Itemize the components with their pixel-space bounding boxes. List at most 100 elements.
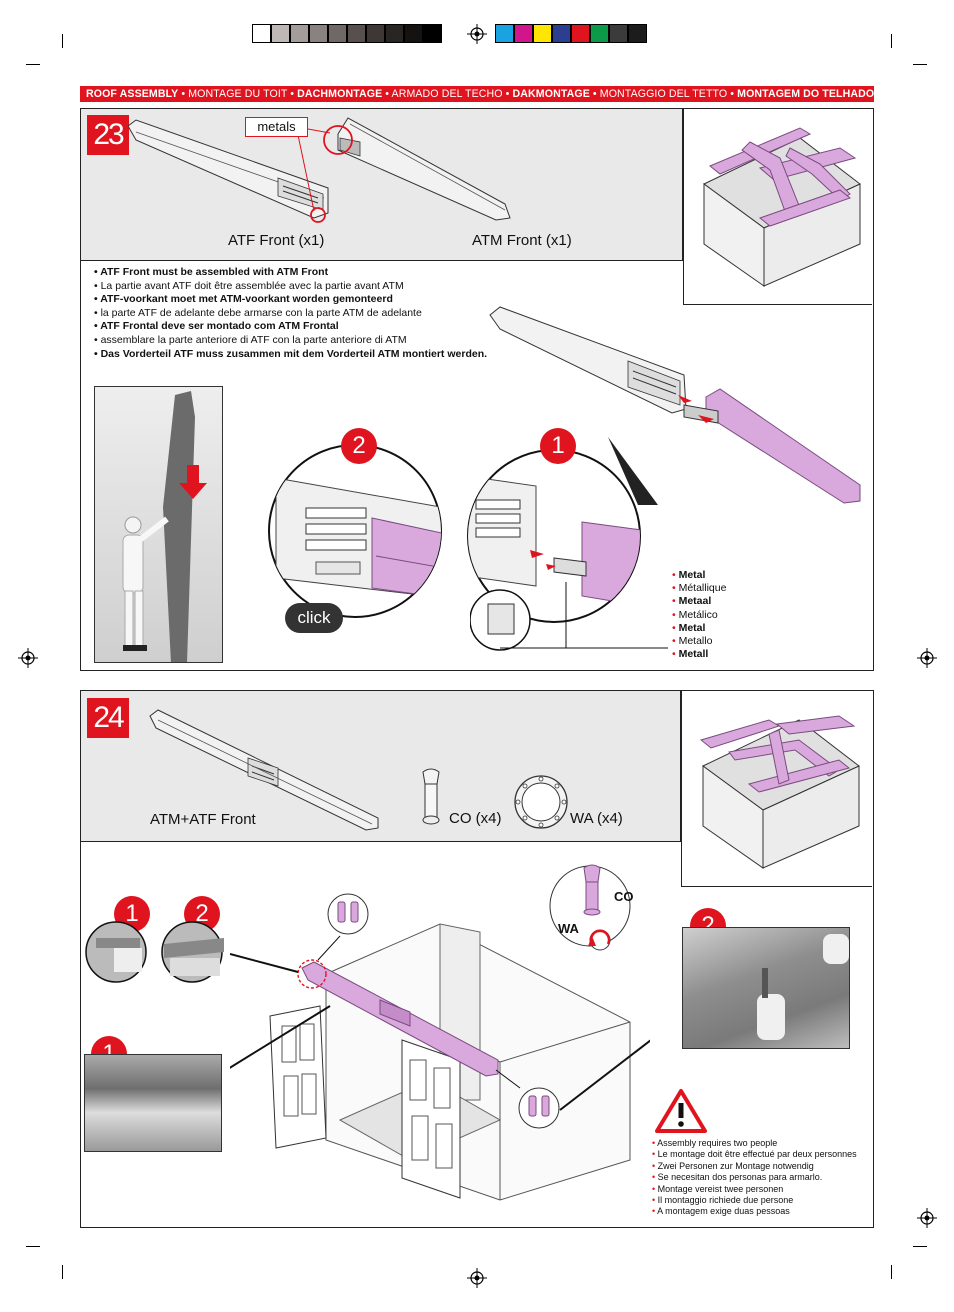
- photo-person-installing-cap: [682, 927, 850, 1049]
- color-swatch: [514, 24, 533, 43]
- metal-word: Metaal: [678, 595, 712, 608]
- header-segment: DACHMONTAGE: [297, 88, 383, 100]
- co-wa-location-icon: [518, 1087, 560, 1129]
- warning-line: A montagem exige duas pessoas: [657, 1206, 790, 1217]
- metal-list-item: • Metálico: [672, 609, 726, 622]
- two-people-warning: • Assembly requires two people• Le monta…: [652, 1138, 857, 1218]
- color-swatch: [552, 24, 571, 43]
- gray-swatch: [290, 24, 309, 43]
- metal-pointer-lines: [470, 582, 668, 651]
- step-number: 23: [87, 115, 129, 155]
- color-swatch: [495, 24, 514, 43]
- header-segment: MONTAGGIO DEL TETTO: [599, 88, 728, 100]
- metal-list-item: • Métallique: [672, 582, 726, 595]
- warning-line: Se necesitan dos personas para armarlo.: [657, 1172, 823, 1183]
- photo-beam-detail-1: [84, 1054, 222, 1152]
- bullet-icon: •: [652, 1149, 658, 1160]
- atf-front-label: ATF Front (x1): [228, 232, 325, 249]
- warning-line: Montage vereist twee personen: [657, 1183, 784, 1194]
- crop-mark: [913, 64, 927, 65]
- metal-word: Metal: [678, 569, 706, 581]
- registration-mark-icon: [917, 1208, 937, 1228]
- step-number: 24: [87, 698, 129, 738]
- beam-assembly-diagram: [489, 306, 861, 505]
- metal-list-item: • Metall: [672, 648, 726, 661]
- instruction-line: • ATF-voorkant moet met ATM-voorkant wor…: [94, 293, 393, 306]
- gray-swatch: [404, 24, 423, 43]
- gray-swatch: [271, 24, 290, 43]
- warning-item: • Il montaggio richiede due persone: [652, 1195, 857, 1206]
- detail-photos-roof-joint: [85, 921, 224, 983]
- color-swatch: [533, 24, 552, 43]
- registration-mark-icon: [18, 648, 38, 668]
- detail-circle-metal-insert: [467, 449, 641, 623]
- gray-swatch: [347, 24, 366, 43]
- crop-mark: [62, 34, 63, 48]
- instruction-line: • assemblare la parte anteriore di ATF c…: [94, 333, 407, 346]
- instruction-line: • ATF Front must be assembled with ATM F…: [94, 266, 329, 278]
- header-segment: MONTAGE DU TOIT: [188, 88, 288, 100]
- warning-item: • Zwei Personen zur Montage notwendig: [652, 1161, 857, 1172]
- warning-item: • A montagem exige duas pessoas: [652, 1206, 857, 1217]
- warning-item: • Assembly requires two people: [652, 1138, 857, 1149]
- warning-line: Zwei Personen zur Montage notwendig: [657, 1160, 814, 1171]
- step-23-parts-area: [81, 109, 683, 261]
- metal-list-item: • Metaal: [672, 595, 726, 608]
- metal-word: Metall: [678, 648, 709, 661]
- detail-circle-click: [268, 444, 442, 618]
- callout-number-1: 1: [540, 428, 576, 464]
- shed-overview-diagram: [699, 715, 860, 869]
- atm-atf-front-label: ATM+ATF Front: [150, 811, 256, 828]
- metals-pointer: [308, 128, 331, 134]
- color-calibration-bar: [495, 24, 647, 43]
- co-cap-icon: [422, 768, 440, 825]
- bullet-icon: •: [652, 1206, 658, 1217]
- warning-line: Il montaggio richiede due persone: [657, 1195, 794, 1206]
- atm-front-beam: [323, 117, 511, 221]
- section-header: ROOF ASSEMBLY • MONTAGE DU TOIT • DACHMO…: [80, 86, 874, 102]
- gray-swatch: [385, 24, 404, 43]
- bullet-icon: •: [652, 1172, 658, 1183]
- header-segment: •: [287, 88, 298, 100]
- co-part-label: CO (x4): [449, 810, 502, 827]
- metal-word: Metallo: [678, 635, 713, 648]
- registration-mark-icon: [467, 24, 487, 44]
- metal-word: Metálico: [678, 608, 718, 621]
- bullet-icon: •: [672, 621, 679, 634]
- instruction-line: • La partie avant ATF doit être assemblé…: [94, 279, 404, 292]
- co-wa-location-icon: [327, 893, 369, 935]
- color-swatch: [628, 24, 647, 43]
- step-23-instructions: • ATF Front must be assembled with ATM F…: [94, 266, 487, 361]
- metal-list-item: • Metal: [672, 622, 726, 635]
- bullet-icon: •: [652, 1183, 658, 1194]
- crop-mark: [891, 1265, 892, 1279]
- metals-pointer: [297, 134, 315, 212]
- metal-list-item: • Metal: [672, 569, 726, 582]
- crop-mark: [913, 1246, 927, 1247]
- instruction-line: • ATF Frontal deve ser montado com ATM F…: [94, 320, 339, 333]
- gray-swatch: [328, 24, 347, 43]
- co-wa-assembly-diagram: [549, 864, 631, 951]
- metals-tag: metals: [245, 117, 308, 137]
- metal-word: Metal: [678, 621, 706, 634]
- bullet-icon: •: [652, 1160, 658, 1171]
- wa-part-label: WA (x4): [570, 810, 623, 827]
- registration-mark-icon: [467, 1268, 487, 1288]
- gray-swatch: [366, 24, 385, 43]
- warning-line: Assembly requires two people: [657, 1138, 778, 1148]
- header-segment: •: [727, 88, 738, 100]
- warning-item: • Le montage doit être effectué par deux…: [652, 1149, 857, 1160]
- gray-swatch: [423, 24, 442, 43]
- crop-mark: [891, 34, 892, 48]
- warning-item: • Montage vereist twee personen: [652, 1184, 857, 1195]
- crop-mark: [26, 1246, 40, 1247]
- bullet-icon: •: [672, 569, 679, 581]
- warning-triangle-icon: [655, 1089, 707, 1133]
- step-24-parts-area: [81, 691, 681, 842]
- bullet-icon: •: [672, 635, 679, 648]
- bullet-icon: •: [672, 595, 679, 608]
- color-swatch: [609, 24, 628, 43]
- registration-mark-icon: [917, 648, 937, 668]
- metal-list-item: • Metallo: [672, 635, 726, 648]
- gray-swatch: [252, 24, 271, 43]
